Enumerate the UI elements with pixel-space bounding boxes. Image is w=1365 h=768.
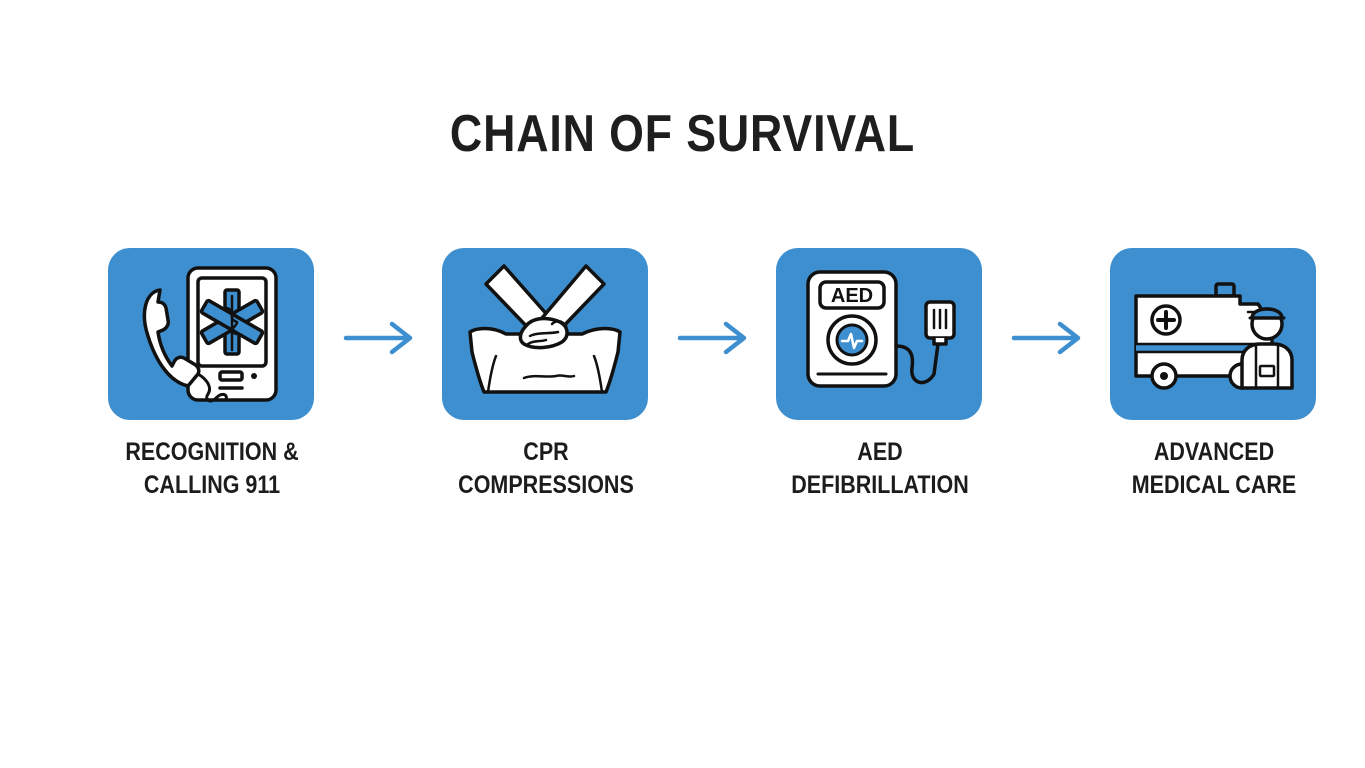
label-line: AED: [857, 438, 903, 466]
step-aed: AED AED DEFIBRILLATION: [776, 248, 984, 502]
label-line: RECOGNITION &: [125, 438, 299, 466]
step-cpr-label: CPR COMPRESSIONS: [457, 436, 636, 502]
label-line: DEFIBRILLATION: [791, 471, 969, 499]
right-arrow-icon: [677, 321, 747, 355]
label-line: ADVANCED: [1153, 438, 1275, 466]
step-recognition-label: RECOGNITION & CALLING 911: [123, 436, 302, 502]
label-line: MEDICAL CARE: [1131, 471, 1297, 499]
ambulance-paramedic-icon: [1110, 248, 1316, 420]
cpr-hands-icon: [442, 248, 648, 420]
step-advanced-care-label: ADVANCED MEDICAL CARE: [1125, 436, 1304, 502]
label-line: CPR: [523, 438, 569, 466]
step-aed-label: AED DEFIBRILLATION: [791, 436, 970, 502]
diagram-title: CHAIN OF SURVIVAL: [449, 105, 916, 163]
step-cpr: CPR COMPRESSIONS: [442, 248, 650, 502]
label-line: CALLING 911: [143, 471, 281, 499]
aed-device-icon: AED: [776, 248, 982, 420]
step-recognition: RECOGNITION & CALLING 911: [108, 248, 316, 502]
aed-screen-text: AED: [831, 285, 873, 307]
label-line: COMPRESSIONS: [458, 471, 634, 499]
step-advanced-care: ADVANCED MEDICAL CARE: [1110, 248, 1318, 502]
right-arrow-icon: [1011, 321, 1081, 355]
phone-star-of-life-icon: [108, 248, 314, 420]
right-arrow-icon: [343, 321, 413, 355]
